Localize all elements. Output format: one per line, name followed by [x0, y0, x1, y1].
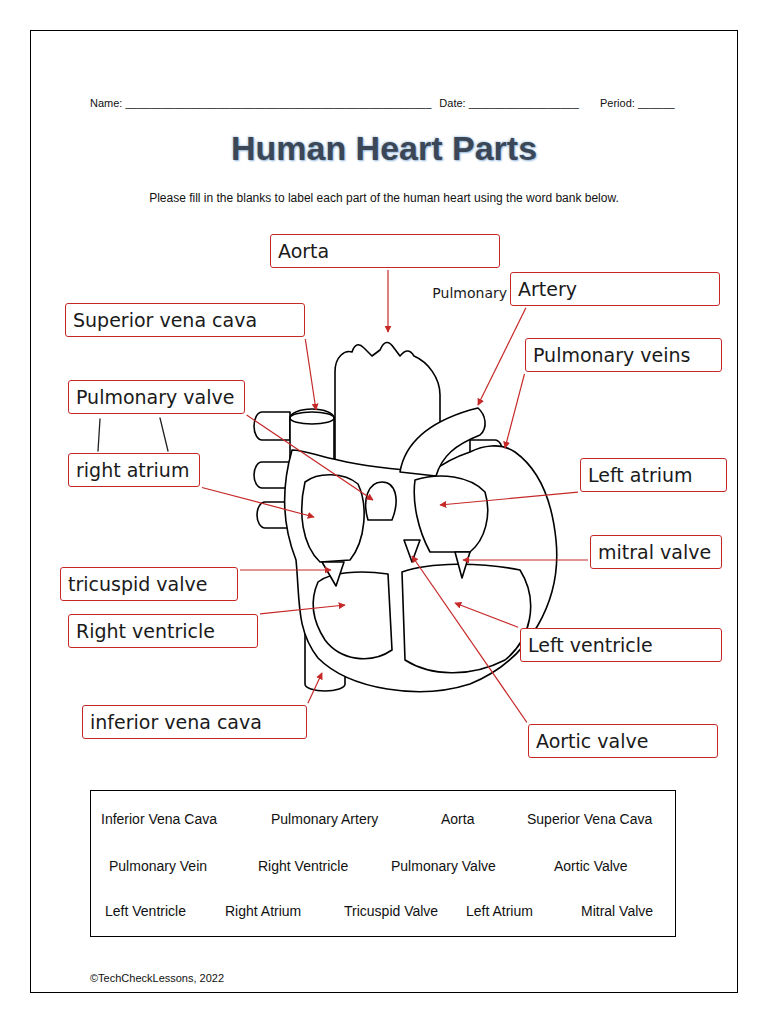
pulmonary-trunk-shape [400, 408, 485, 476]
answer-box: PulmonaryArtery [510, 272, 720, 306]
handwritten-answer: Artery [518, 277, 577, 301]
leader-arrow [455, 603, 518, 627]
word-bank-term: Pulmonary Valve [391, 858, 496, 875]
word-bank-term: Inferior Vena Cava [101, 811, 217, 828]
answer-box: inferior vena cava [82, 705, 307, 739]
pulmonary-valve-shape [366, 482, 396, 520]
answer-box: Aortic valve [528, 724, 718, 758]
leader-arrow [412, 556, 527, 722]
leader-arrow [240, 569, 331, 570]
answer-box: tricuspid valve [60, 567, 238, 601]
word-bank-box: Inferior Vena Cava Pulmonary Artery Aorta S… [90, 790, 676, 937]
answer-box: Left ventricle [520, 628, 722, 662]
copyright-footer: ©TechCheckLessons, 2022 [90, 971, 224, 985]
word-bank-term: Pulmonary Vein [109, 858, 207, 875]
handwritten-answer: Superior vena cava [73, 308, 257, 332]
word-bank-term: Tricuspid Valve [344, 903, 438, 920]
leader-arrow [463, 559, 588, 560]
leader-arrow [308, 673, 322, 703]
mitral-valve-shape [455, 552, 470, 578]
date-field: Date: __________________ [439, 96, 578, 110]
handwritten-answer: Aortic valve [536, 729, 648, 753]
leader-arrow [202, 488, 314, 517]
vessel-opening [290, 412, 334, 424]
leader-arrow [478, 308, 526, 405]
word-bank-term: Left Atrium [466, 903, 533, 920]
pen-mark [160, 418, 168, 451]
name-field: Name: __________________________________… [90, 96, 431, 110]
instructions: Please fill in the blanks to label each … [40, 190, 728, 206]
right-ventricle-chamber [313, 572, 392, 659]
answer-box: mitral valve [590, 535, 722, 569]
answer-box: Aorta [270, 234, 500, 268]
pen-mark [98, 419, 100, 451]
worksheet-title: Human Heart Parts [0, 128, 768, 168]
leader-arrow [247, 415, 373, 500]
answer-box: Left atrium [580, 458, 727, 492]
word-bank-term: Left Ventricle [105, 903, 186, 920]
answer-box: right atrium [68, 453, 200, 487]
answer-box: Pulmonary valve [68, 380, 245, 414]
answer-box: Pulmonary veins [525, 338, 722, 372]
handwritten-answer: right atrium [76, 458, 189, 482]
answer-box: Right ventricle [68, 614, 258, 648]
word-bank-term: Pulmonary Artery [271, 811, 378, 828]
handwritten-answer: Pulmonary valve [76, 385, 234, 409]
handwritten-answer: Right ventricle [76, 619, 215, 643]
word-bank-term: Right Atrium [225, 903, 301, 920]
handwritten-answer: inferior vena cava [90, 710, 262, 734]
word-bank-term: Aortic Valve [554, 858, 628, 875]
word-bank-term: Superior Vena Cava [527, 811, 652, 828]
handwritten-answer: mitral valve [598, 540, 711, 564]
leader-arrow [505, 374, 524, 448]
tricuspid-valve-shape [322, 562, 344, 586]
handwritten-answer: Pulmonary veins [533, 343, 691, 367]
word-bank-term: Mitral Valve [581, 903, 653, 920]
handwritten-answer: Aorta [278, 239, 329, 263]
leader-arrow [260, 605, 345, 614]
leader-arrow [440, 492, 578, 505]
handwritten-answer: tricuspid valve [68, 572, 207, 596]
leader-arrow [305, 339, 316, 410]
vessel-stub [254, 412, 290, 440]
handwritten-answer: Left ventricle [528, 633, 653, 657]
leader-arrow [387, 270, 388, 332]
handwritten-answer: Left atrium [588, 463, 693, 487]
handwritten-answer: Pulmonary [432, 284, 507, 302]
answer-box: Superior vena cava [65, 303, 305, 337]
word-bank-term: Aorta [441, 811, 474, 828]
aortic-valve-shape [404, 540, 420, 562]
period-field: Period: ______ [600, 96, 675, 110]
left-ventricle-chamber [402, 564, 531, 673]
word-bank-term: Right Ventricle [258, 858, 348, 875]
left-atrium-chamber [414, 476, 487, 552]
page-frame [31, 31, 738, 993]
